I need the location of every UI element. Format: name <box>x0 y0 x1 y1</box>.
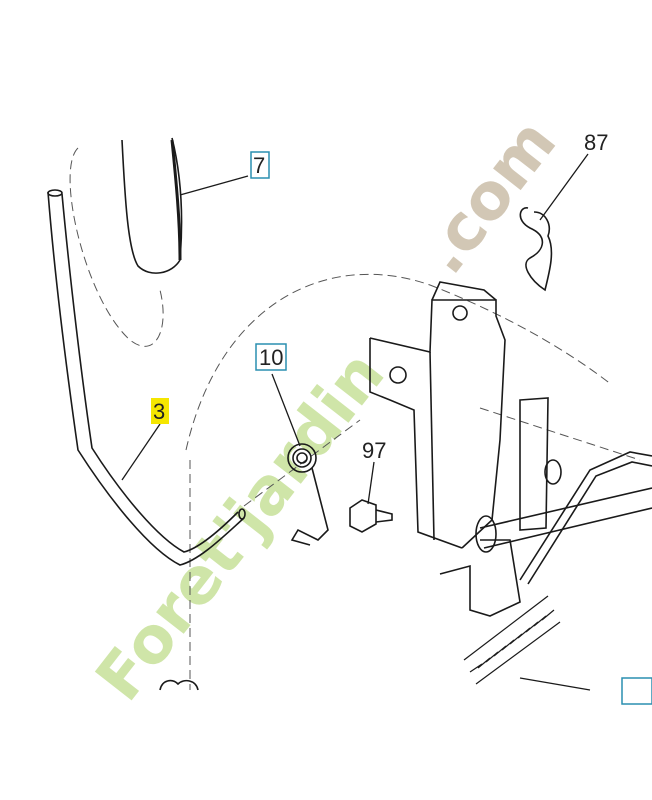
arc-large <box>185 273 613 451</box>
rod-bottom-end <box>238 508 246 520</box>
bracket-top <box>431 281 497 301</box>
spring-coils <box>469 609 555 673</box>
bolt-shank <box>375 509 393 523</box>
watermark-text-tan: .com <box>406 106 571 288</box>
leader-3 <box>121 423 161 481</box>
lower-mechanism <box>439 397 652 617</box>
leader-10 <box>271 373 301 447</box>
bracket-hole-left <box>389 366 407 384</box>
bracket-front <box>369 338 463 549</box>
rod-inner <box>61 193 239 553</box>
callout-97: 97 <box>362 438 386 463</box>
rod-outer <box>47 191 245 566</box>
leader-lines <box>121 153 589 505</box>
leader-97 <box>367 461 375 505</box>
axis-right <box>479 407 641 461</box>
leader-7 <box>179 175 249 196</box>
spring-coil-mid <box>292 448 312 468</box>
seat-outline <box>121 137 183 274</box>
spring-coil-inner <box>296 452 308 464</box>
callout-3: 3 <box>153 399 165 424</box>
mounting-bracket <box>369 281 506 549</box>
clip-body <box>519 207 553 292</box>
rod-part <box>47 189 246 566</box>
shaft-collar <box>475 515 497 553</box>
callout-10: 10 <box>259 345 283 370</box>
extension-spring <box>463 595 591 691</box>
wire-link <box>519 451 652 581</box>
spring-tail <box>519 677 591 691</box>
bracket-side <box>429 351 435 541</box>
callout-labels: 7 87 10 3 97 <box>151 130 652 705</box>
seat-part <box>121 137 183 274</box>
bolt-head <box>349 499 377 533</box>
arc-upper <box>69 147 164 347</box>
pivot-plate <box>519 397 549 531</box>
callout-box-7 <box>250 151 270 179</box>
callout-box-10 <box>255 343 287 371</box>
rod-top-end <box>47 189 63 197</box>
callout-highlight-3 <box>151 398 169 424</box>
lever-plate <box>439 539 521 617</box>
bracket-face <box>369 299 506 549</box>
callout-box-partial <box>621 677 652 705</box>
bracket-hole-top <box>452 305 468 321</box>
leader-87 <box>539 153 589 221</box>
stub-outline <box>159 679 199 691</box>
callout-87: 87 <box>584 130 608 155</box>
spring-body-top <box>463 595 549 661</box>
spring-coil-outer <box>287 443 317 473</box>
torsion-spring <box>287 443 329 546</box>
spring-body-bottom <box>475 621 561 685</box>
flange-bolt <box>349 499 393 533</box>
bottom-stub <box>159 679 199 691</box>
wire-link-inner <box>527 461 652 585</box>
spring-leg <box>290 467 329 546</box>
hairpin-clip <box>519 207 553 292</box>
seat-edge <box>170 139 182 261</box>
callout-7: 7 <box>253 153 265 178</box>
pivot-hole <box>544 459 562 485</box>
shaft-lower <box>483 507 652 549</box>
